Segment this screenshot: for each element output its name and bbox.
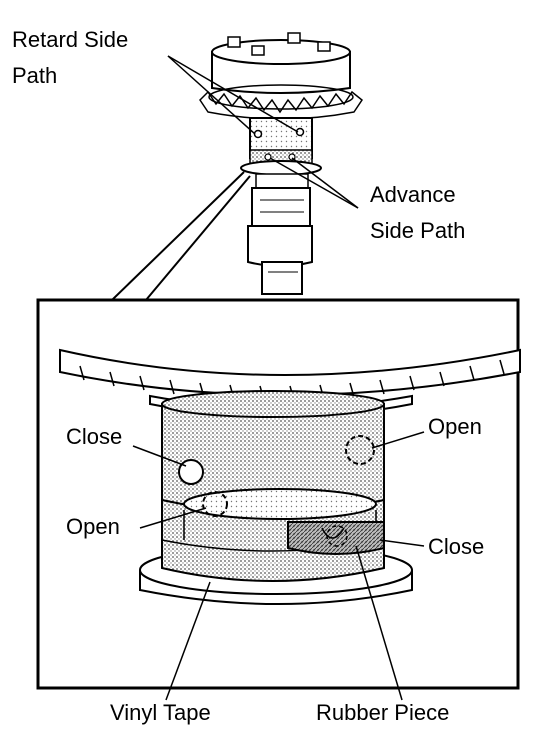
label-rubber-piece: Rubber Piece <box>316 700 449 725</box>
label-retard-side-path-line1: Retard Side <box>12 27 128 52</box>
label-open-lower: Open <box>66 514 120 539</box>
label-retard-side-path-line2: Path <box>12 63 57 88</box>
label-advance-side-path-line2: Side Path <box>370 218 465 243</box>
leader-lines-inset <box>132 431 425 701</box>
close-hole-lower <box>326 525 348 547</box>
zoom-lines <box>111 171 251 301</box>
close-hole-upper <box>178 459 204 485</box>
rubber-piece <box>287 521 385 555</box>
leader-lines-top <box>167 55 359 209</box>
open-hole-upper <box>345 435 375 465</box>
label-open-upper: Open <box>428 414 482 439</box>
open-hole-lower <box>202 491 228 517</box>
label-close-lower: Close <box>428 534 484 559</box>
label-close-upper: Close <box>66 424 122 449</box>
retard-hole-right <box>295 127 305 137</box>
label-vinyl-tape: Vinyl Tape <box>110 700 211 725</box>
detail-cylinder <box>161 390 385 582</box>
label-advance-side-path-line1: Advance <box>370 182 456 207</box>
labels: Retard Side Path Advance Side Path Close… <box>12 27 484 725</box>
retard-hole-left <box>253 129 263 139</box>
